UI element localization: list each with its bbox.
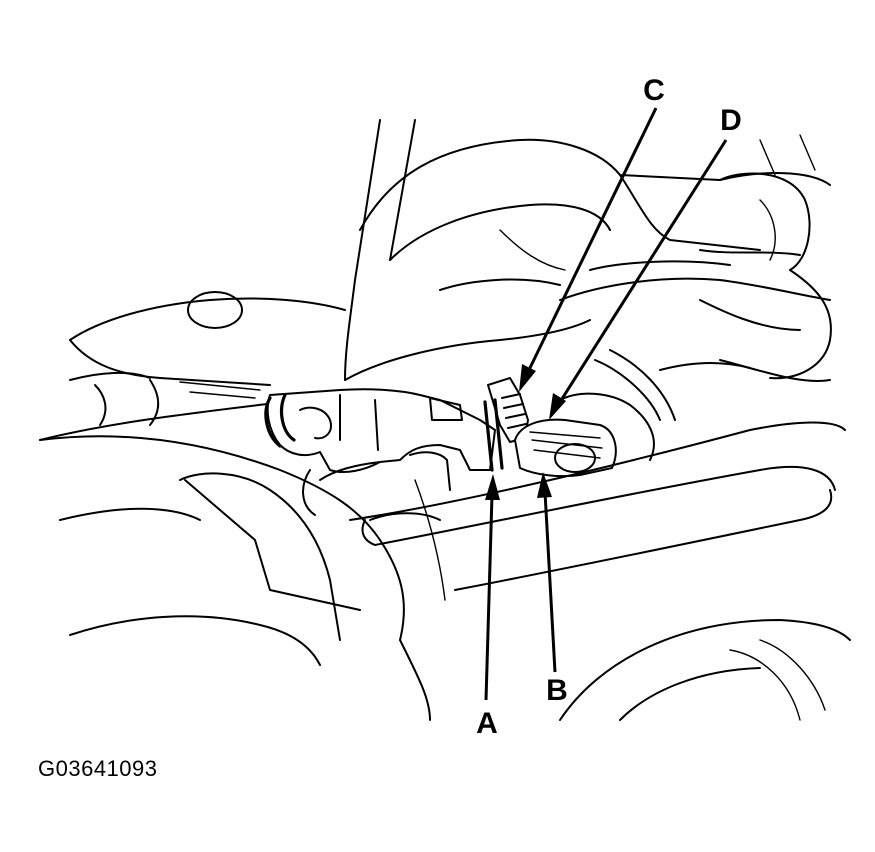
figure-id-label: G03641093 [38,756,158,781]
leader-a [484,474,500,701]
callout-b: B [546,674,568,707]
hose-clamp-part [514,349,676,478]
leader-d [549,139,728,420]
throttle-body [264,388,496,516]
lower-left-body [39,435,446,721]
intake-duct [344,119,611,381]
upper-hose-assembly [359,134,832,382]
engine-cover [39,291,346,441]
callout-c: C [643,74,665,107]
front-frame-member [349,421,846,591]
leader-c [519,107,658,392]
callout-a: A [476,707,498,740]
lower-right-wheel [559,619,851,721]
callout-d: D [720,104,742,137]
leader-b [537,472,557,673]
